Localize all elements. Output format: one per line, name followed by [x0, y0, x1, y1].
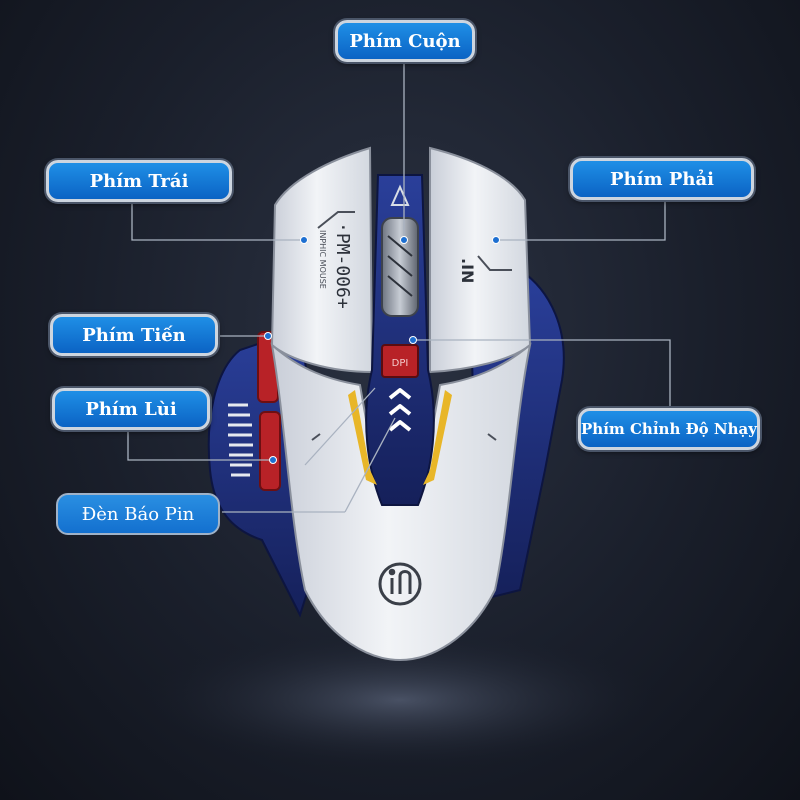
battery-indicator-chevrons [388, 388, 412, 432]
label-dpi-button: Phím Chỉnh Độ Nhạy [578, 408, 760, 450]
shell-engravings [311, 211, 512, 441]
scroll-wheel-pattern [387, 235, 413, 297]
dpi-button-text: DPI [392, 358, 409, 369]
side-text: .IN [458, 258, 477, 283]
callout-dots [264, 236, 500, 464]
label-scroll-wheel: Phím Cuộn [335, 20, 475, 62]
callout-lines [127, 62, 671, 513]
dpi-button[interactable] [381, 344, 419, 378]
label-back-button: Phím Lùi [52, 388, 210, 430]
accent-stripe-right [423, 390, 452, 485]
right-mouse-button[interactable] [429, 146, 532, 374]
accent-stripe-left [348, 390, 377, 485]
brand-text: INPHIC MOUSE [318, 230, 327, 289]
label-right-button: Phím Phải [570, 158, 754, 200]
label-forward-button: Phím Tiến [50, 314, 218, 356]
model-text: ·PM-006+ [332, 222, 353, 309]
floor-reflection [140, 630, 660, 770]
thumb-grip-ribs [228, 403, 253, 477]
inphic-logo-icon [378, 562, 422, 606]
back-button[interactable] [259, 411, 281, 491]
label-left-button: Phím Trái [46, 160, 232, 202]
label-battery-light: Đèn Báo Pin [56, 493, 220, 535]
